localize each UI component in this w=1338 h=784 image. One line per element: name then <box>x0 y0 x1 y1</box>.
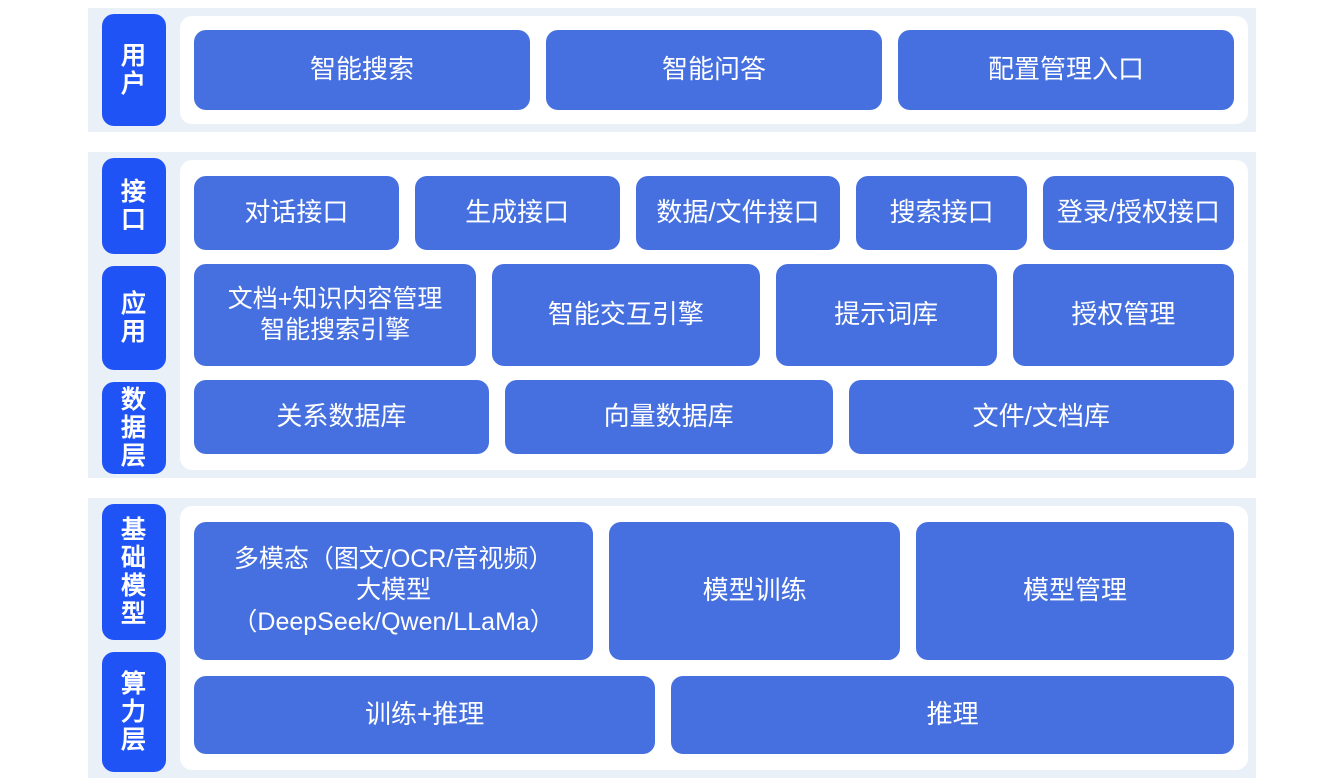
layer-tab-interface-label: 接口 <box>120 178 147 234</box>
section-middle-tab-column: 接口 应用 数据层 <box>88 152 180 478</box>
layer-tab-foundation-model[interactable]: 基础模型 <box>102 504 166 640</box>
section-user-tab-column: 用户 <box>88 8 180 132</box>
user-row: 智能搜索 智能问答 配置管理入口 <box>194 30 1234 110</box>
section-user-panel: 智能搜索 智能问答 配置管理入口 <box>180 16 1248 124</box>
layer-tab-application-label: 应用 <box>120 290 147 346</box>
node-model-management[interactable]: 模型管理 <box>916 522 1234 660</box>
layer-tab-interface[interactable]: 接口 <box>102 158 166 254</box>
node-multimodal-large-model[interactable]: 多模态（图文/OCR/音视频） 大模型（DeepSeek/Qwen/LLaMa） <box>194 522 594 660</box>
node-document-knowledge-management[interactable]: 文档+知识内容管理 智能搜索引擎 <box>194 263 477 367</box>
application-row: 文档+知识内容管理 智能搜索引擎 智能交互引擎 提示词库 授权管理 <box>194 263 1235 367</box>
node-vector-database[interactable]: 向量数据库 <box>504 380 833 454</box>
layer-tab-foundation-model-label: 基础模型 <box>120 516 147 628</box>
data-row: 关系数据库 向量数据库 文件/文档库 <box>194 380 1234 454</box>
node-dialog-api[interactable]: 对话接口 <box>194 176 399 250</box>
layer-tab-compute-label: 算力层 <box>120 670 147 754</box>
node-data-file-api[interactable]: 数据/文件接口 <box>635 176 841 250</box>
node-generation-api[interactable]: 生成接口 <box>414 176 620 250</box>
compute-row: 训练+推理 推理 <box>194 675 1234 755</box>
layer-tab-data-label: 数据层 <box>120 386 147 470</box>
section-bottom-tab-column: 基础模型 算力层 <box>88 498 180 778</box>
node-authorization-management[interactable]: 授权管理 <box>1012 263 1235 367</box>
section-bottom-panel: 多模态（图文/OCR/音视频） 大模型（DeepSeek/Qwen/LLaMa）… <box>180 506 1248 770</box>
layer-tab-compute[interactable]: 算力层 <box>102 652 166 772</box>
node-search-api[interactable]: 搜索接口 <box>856 176 1027 250</box>
node-training-and-inference[interactable]: 训练+推理 <box>194 675 656 755</box>
section-middle-panel: 对话接口 生成接口 数据/文件接口 搜索接口 登录/授权接口 文档+知识内容管理… <box>180 160 1248 470</box>
node-inference[interactable]: 推理 <box>671 675 1234 755</box>
node-model-training[interactable]: 模型训练 <box>609 522 901 660</box>
node-login-auth-api[interactable]: 登录/授权接口 <box>1042 176 1234 250</box>
layer-tab-application[interactable]: 应用 <box>102 266 166 370</box>
node-prompt-library[interactable]: 提示词库 <box>775 263 997 367</box>
node-relational-database[interactable]: 关系数据库 <box>194 380 489 454</box>
node-intelligent-qa[interactable]: 智能问答 <box>546 30 882 110</box>
node-config-management-entry[interactable]: 配置管理入口 <box>898 30 1234 110</box>
layer-tab-data[interactable]: 数据层 <box>102 382 166 474</box>
layer-tab-user[interactable]: 用户 <box>102 14 166 126</box>
layer-tab-user-label: 用户 <box>120 42 147 98</box>
interface-row: 对话接口 生成接口 数据/文件接口 搜索接口 登录/授权接口 <box>194 176 1234 250</box>
section-middle: 接口 应用 数据层 对话接口 生成接口 数据/文件接口 搜索接口 登录/授权接口… <box>88 152 1256 478</box>
node-intelligent-interaction-engine[interactable]: 智能交互引擎 <box>492 263 760 367</box>
section-bottom: 基础模型 算力层 多模态（图文/OCR/音视频） 大模型（DeepSeek/Qw… <box>88 498 1256 778</box>
model-row: 多模态（图文/OCR/音视频） 大模型（DeepSeek/Qwen/LLaMa）… <box>194 522 1234 660</box>
node-file-document-store[interactable]: 文件/文档库 <box>848 380 1234 454</box>
section-user: 用户 智能搜索 智能问答 配置管理入口 <box>88 8 1256 132</box>
node-intelligent-search[interactable]: 智能搜索 <box>194 30 530 110</box>
